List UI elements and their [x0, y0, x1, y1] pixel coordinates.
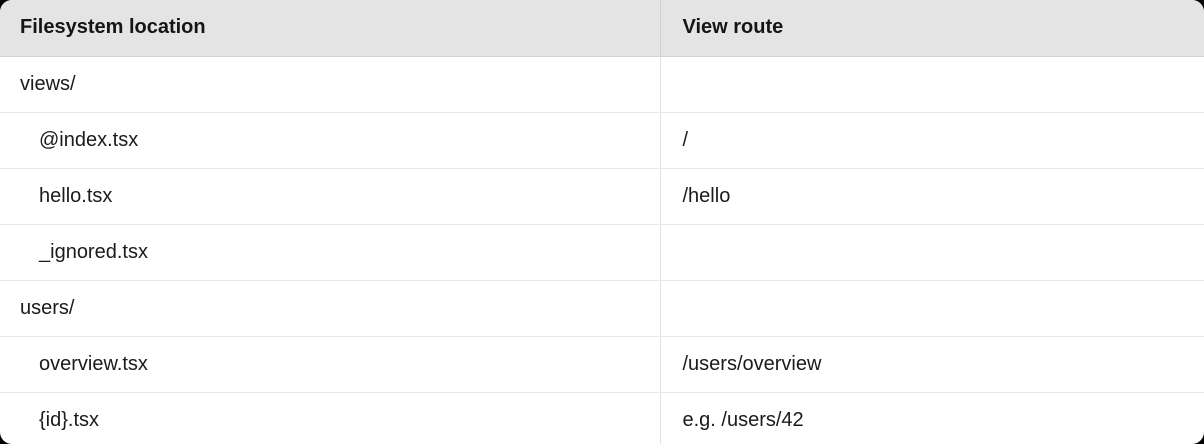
cell-view-route: /users/overview [659, 336, 1204, 393]
table-row: hello.tsx/hello [0, 168, 1204, 225]
table-row: users/ [0, 280, 1204, 337]
column-header-filesystem-location: Filesystem location [0, 0, 660, 57]
table-row: _ignored.tsx [0, 224, 1204, 281]
cell-view-route: / [659, 112, 1204, 169]
cell-filesystem-location: users/ [0, 280, 660, 337]
cell-view-route [659, 224, 1204, 281]
cell-view-route: /hello [659, 168, 1204, 225]
table-row: @index.tsx/ [0, 112, 1204, 169]
cell-view-route [659, 280, 1204, 337]
cell-filesystem-location: overview.tsx [0, 336, 660, 393]
cell-filesystem-location: views/ [0, 56, 660, 113]
column-header-view-route: View route [659, 0, 1204, 57]
table-row: views/ [0, 56, 1204, 113]
cell-filesystem-location: {id}.tsx [39, 408, 100, 431]
table-row: overview.tsx/users/overview [0, 336, 1204, 393]
cell-filesystem-location: hello.tsx [0, 168, 660, 225]
table-body: views/@index.tsx/hello.tsx/hello_ignored… [0, 56, 1204, 444]
table-header-row: Filesystem location View route [0, 0, 1204, 57]
table-header: Filesystem location View route [0, 0, 1204, 57]
cell-filesystem-location: @index.tsx [0, 112, 660, 169]
cell-view-route [659, 56, 1204, 113]
cell-filesystem-location: _ignored.tsx [0, 224, 660, 281]
cell-view-route: e.g. /users/42 [659, 392, 1204, 444]
table-row: {id}.tsx e.g. /users/42 [0, 392, 1204, 444]
